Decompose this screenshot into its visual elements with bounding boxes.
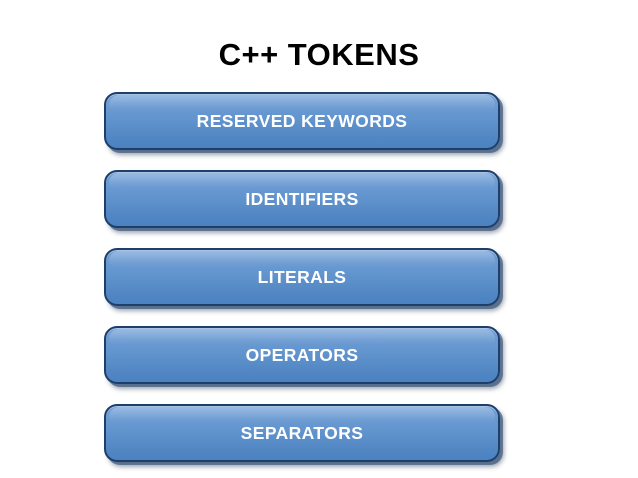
token-box-separators[interactable]: SEPARATORS bbox=[104, 404, 500, 462]
token-label-separators: SEPARATORS bbox=[240, 423, 364, 443]
token-label-operators: OPERATORS bbox=[245, 345, 359, 365]
token-label-identifiers: IDENTIFIERS bbox=[245, 189, 359, 209]
token-box-identifiers[interactable]: IDENTIFIERS bbox=[104, 170, 500, 228]
page-title: C++ TOKENS bbox=[218, 37, 420, 72]
token-list: RESERVED KEYWORDS IDENTIFIERS LITERALS O… bbox=[104, 92, 500, 462]
token-box-literals[interactable]: LITERALS bbox=[104, 248, 500, 306]
token-box-operators[interactable]: OPERATORS bbox=[104, 326, 500, 384]
token-box-reserved-keywords[interactable]: RESERVED KEYWORDS bbox=[104, 92, 500, 150]
token-label-literals: LITERALS bbox=[257, 267, 347, 287]
token-label-reserved-keywords: RESERVED KEYWORDS bbox=[196, 111, 408, 131]
